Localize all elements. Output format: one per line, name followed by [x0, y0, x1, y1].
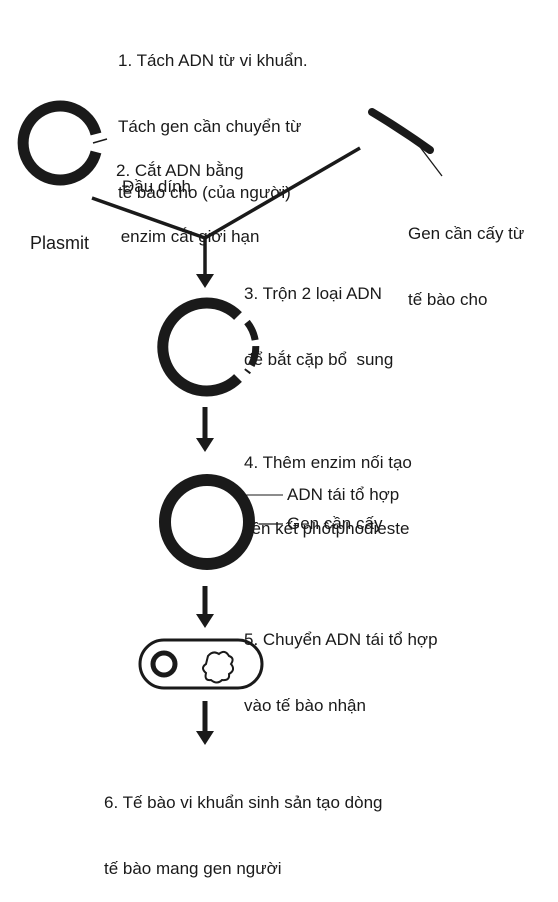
step4-text: 4. Thêm enzim nối tạo liên kết phôtphođi… — [244, 408, 412, 562]
step6-line1: 6. Tế bào vi khuẩn sinh sản tạo dòng — [104, 793, 383, 812]
recombinant-ring — [159, 474, 283, 570]
arrow-down-icon — [196, 438, 214, 452]
plasmid-ring — [17, 100, 108, 186]
step6-line2: tế bào mang gen người — [104, 859, 282, 878]
merge-lines — [91, 146, 361, 278]
step5-line2: vào tế bào nhận — [244, 696, 366, 715]
donor-gene-label: Gen cần cấy từ tế bào cho — [408, 179, 524, 333]
arrow-down-icon — [196, 274, 214, 288]
cell-plasmid — [150, 650, 178, 678]
arrow-down-icon — [196, 731, 214, 745]
donor-gene-line1: Gen cần cấy từ — [408, 224, 525, 243]
gene-merge-line — [204, 146, 361, 240]
donor-gene-line2: tế bào cho — [408, 290, 488, 309]
bacterium-cell — [138, 638, 264, 690]
step5-text: 5. Chuyển ADN tái tổ hợp vào tế bào nhận — [244, 585, 438, 739]
step4-line2: liên kết phôtphođieste — [244, 519, 410, 538]
plasmid-merge-line — [91, 196, 206, 240]
step2-line1: 2. Cắt ADN bằng — [116, 161, 244, 180]
annealed-ring — [157, 297, 260, 397]
arrow-down-icon — [196, 614, 214, 628]
step4-line1: 4. Thêm enzim nối tạo — [244, 453, 412, 472]
gene-transfer-diagram — [17, 100, 443, 745]
recombinant-dna-label: ADN tái tổ hợp — [287, 485, 400, 504]
step3-line1: 3. Trộn 2 loại ADN — [244, 284, 382, 303]
step1-line1: 1. Tách ADN từ vi khuẩn. — [118, 51, 308, 70]
plasmid-label: Plasmit — [30, 233, 90, 253]
plasmid-cut-pointer — [92, 138, 108, 144]
donor-gene-pointer — [416, 142, 443, 177]
target-gene-label: Gen cần cấy — [287, 514, 383, 533]
bacterial-chromosome — [202, 650, 235, 684]
step5-line1: 5. Chuyển ADN tái tổ hợp — [244, 630, 438, 649]
donor-gene-fragment — [368, 108, 443, 177]
step1-line2: Tách gen cần chuyển từ — [118, 117, 302, 136]
step1-text: 1. Tách ADN từ vi khuẩn. Tách gen cần ch… — [118, 6, 308, 226]
sticky-end-label: Đầu dính — [122, 177, 191, 196]
step3-text: 3. Trộn 2 loại ADN để bắt cặp bổ sung — [244, 239, 393, 393]
